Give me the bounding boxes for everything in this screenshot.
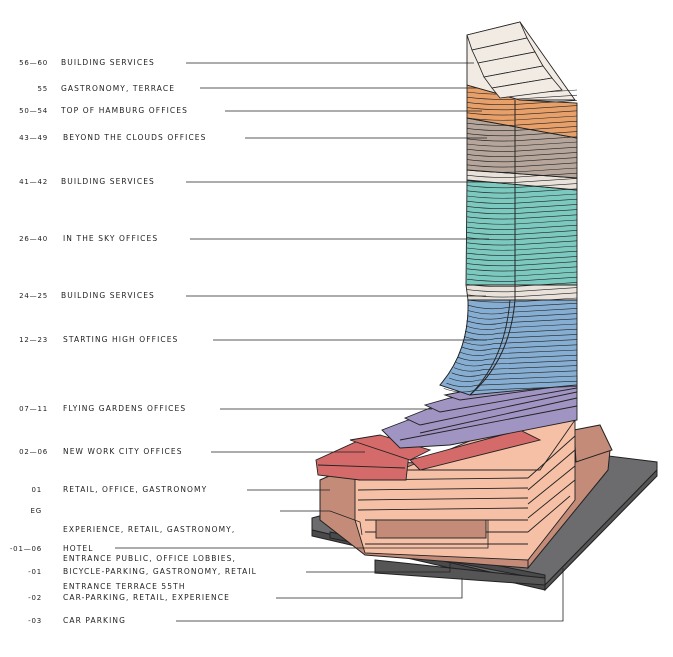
floor-slab-line: [467, 308, 578, 315]
floor-slab-line: [467, 313, 578, 320]
level-number: 26—40: [19, 235, 48, 243]
floor-label: CAR PARKING: [63, 616, 126, 625]
floor-label: BUILDING SERVICES: [61, 177, 155, 186]
floor-slab-line: [457, 354, 578, 362]
tower-corner-edge: [469, 100, 516, 396]
leader-lines: [115, 62, 564, 622]
floor-slab-line: [466, 318, 578, 325]
level-number: 56—60: [19, 59, 48, 67]
floor-slab-line: [459, 349, 578, 356]
level-number: 12—23: [19, 336, 48, 344]
level-number: -02: [28, 594, 42, 602]
level-number: -01: [28, 568, 42, 576]
floor-label: BUILDING SERVICES: [61, 58, 155, 67]
floor-label-line: ENTRANCE PUBLIC, OFFICE LOBBIES,: [63, 553, 236, 563]
floor-label: STARTING HIGH OFFICES: [63, 335, 179, 344]
floor-slab-line: [451, 370, 578, 377]
floor-slab-line: [467, 302, 578, 310]
floor-label: IN THE SKY OFFICES: [63, 234, 159, 243]
floor-label: BUILDING SERVICES: [61, 291, 155, 300]
level-number: 02—06: [19, 448, 48, 456]
floor-label: NEW WORK CITY OFFICES: [63, 447, 183, 456]
floor-slab-line: [466, 94, 578, 100]
floor-slab-line: [446, 380, 578, 388]
level-number: 01: [31, 486, 42, 494]
level-number: 50—54: [19, 107, 48, 115]
floor-label: FLYING GARDENS OFFICES: [63, 404, 187, 413]
level-number: 07—11: [19, 405, 48, 413]
level-number: -01—06: [9, 545, 42, 553]
floor-label: CAR-PARKING, RETAIL, EXPERIENCE: [63, 593, 230, 602]
level-number: EG: [30, 507, 42, 515]
level-number: 55: [37, 85, 48, 93]
floor-label: TOP OF HAMBURG OFFICES: [61, 106, 188, 115]
floor-slab-line: [462, 339, 578, 346]
floor-label: HOTEL: [63, 544, 94, 553]
level-number: 24—25: [19, 292, 48, 300]
floor-label: GASTRONOMY, TERRACE: [61, 84, 176, 93]
floor-label: BEYOND THE CLOUDS OFFICES: [63, 133, 207, 142]
floor-label-line: EXPERIENCE, RETAIL, GASTRONOMY,: [63, 525, 236, 534]
level-number: -03: [28, 617, 42, 625]
crown-steps: [466, 21, 563, 99]
floor-label: EXPERIENCE, RETAIL, GASTRONOMY, ENTRANCE…: [63, 506, 236, 611]
floor-slab-line: [465, 323, 578, 330]
level-number: 43—49: [19, 134, 48, 142]
floor-slab-line: [455, 360, 578, 367]
floor-label-line: ENTRANCE TERRACE 55TH: [63, 582, 186, 591]
floor-label: BICYCLE-PARKING, GASTRONOMY, RETAIL: [63, 567, 257, 576]
level-number: 41—42: [19, 178, 48, 186]
floor-label: RETAIL, OFFICE, GASTRONOMY: [63, 485, 208, 494]
floor-slab-line: [464, 328, 578, 336]
floor-slab-line: [449, 375, 578, 382]
floor-slab-line: [453, 365, 578, 372]
podium-red-block: [315, 429, 542, 481]
floor-slab-line: [461, 344, 578, 351]
